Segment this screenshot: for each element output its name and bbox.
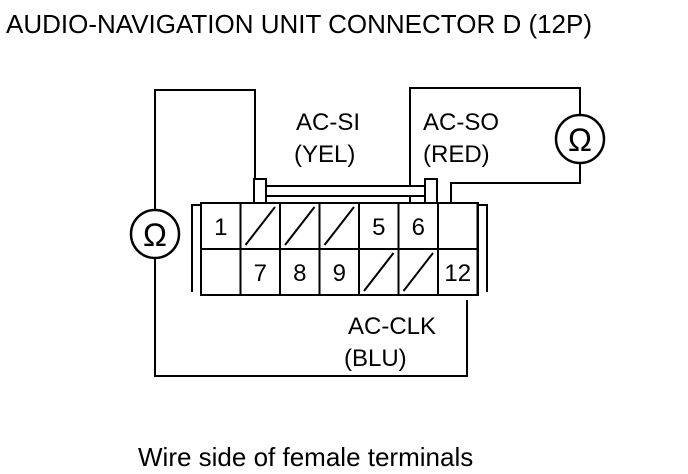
ac-clk-signal-label: AC-CLK: [348, 313, 436, 340]
svg-text:Ω: Ω: [143, 217, 167, 253]
pin-number-6: 6: [412, 214, 425, 241]
empty-cavity-slash: [244, 206, 276, 246]
connector-cavity-bottom-7: [437, 248, 479, 296]
ac-si-signal-label: AC-SI: [296, 109, 360, 136]
ac-clk-color-label: (BLU): [344, 345, 407, 372]
pin-number-8: 8: [293, 260, 306, 287]
pin-number-1: 1: [214, 214, 227, 241]
ohmmeter-right-icon: Ω: [554, 113, 606, 165]
ac-so-signal-label: AC-SO: [423, 109, 499, 136]
empty-cavity-slash: [284, 206, 316, 246]
ac-si-color-label: (YEL): [294, 141, 355, 168]
svg-text:Ω: Ω: [568, 122, 592, 158]
ohmmeter-left-icon: Ω: [129, 208, 181, 260]
empty-cavity-slash: [323, 206, 355, 246]
diagram-caption: Wire side of female terminals: [138, 442, 473, 472]
pin-number-9: 9: [333, 260, 346, 287]
left-meter-wire-lower: [154, 258, 468, 377]
empty-cavity-slash: [363, 252, 395, 292]
diagram-title: AUDIO-NAVIGATION UNIT CONNECTOR D (12P): [6, 9, 592, 39]
empty-cavity-slash: [402, 252, 434, 292]
pin-number-7: 7: [254, 260, 267, 287]
pin-number-5: 5: [372, 214, 385, 241]
right-meter-wire: [409, 87, 581, 204]
left-meter-wire: [154, 89, 256, 210]
pin-number-12: 12: [444, 260, 471, 287]
ac-so-color-label: (RED): [423, 141, 490, 168]
